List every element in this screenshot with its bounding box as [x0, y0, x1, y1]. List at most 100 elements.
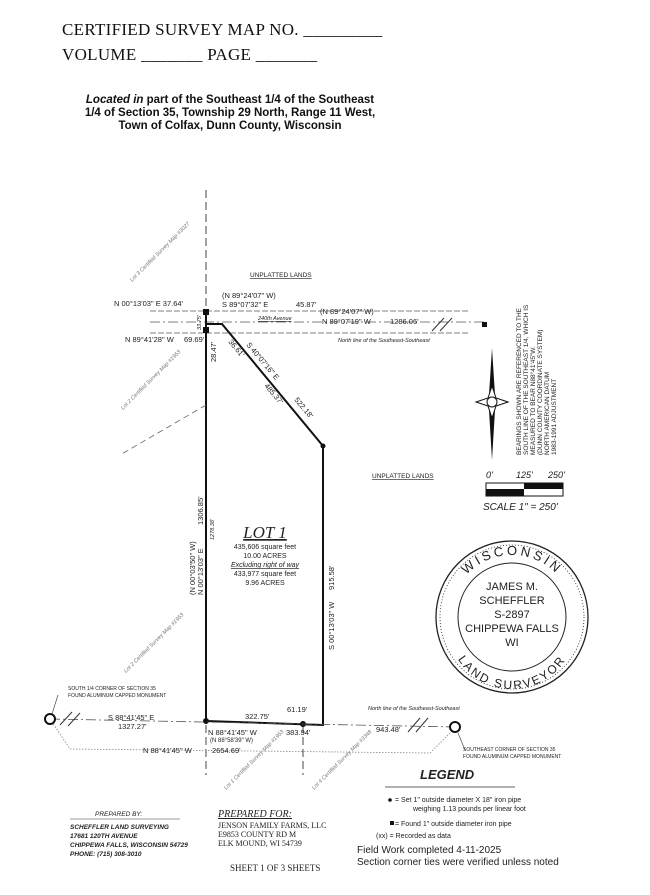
record-bearing-label: (N 89°24'07" W) [320, 307, 374, 316]
corner-ties-note: Section corner ties were verified unless… [357, 857, 559, 868]
bearing-label: S 89°07'32" E [222, 300, 268, 309]
north-line-label: North line of the Southeast-Southeast [338, 338, 430, 344]
legend-item: = Found 1" outside diameter iron pipe [395, 821, 512, 828]
surveyor-address: 17681 120TH AVENUE [70, 833, 138, 840]
bearing-label: N 00°13'03" E 37.64' [114, 299, 184, 308]
found-pipe-marker [203, 327, 209, 333]
distance-label: 1286.06' [390, 317, 419, 326]
surveyor-seal: WISCONSIN LAND SURVEYOR JAMES M. SCHEFFL… [435, 540, 589, 694]
distance-label: 28.47' [209, 341, 218, 362]
bearing-label: N 89°07'19" W [322, 317, 372, 326]
legend-item: (xx) = Recorded as data [376, 833, 451, 840]
lot-area-acres: 10.00 ACRES [243, 553, 287, 560]
adjacent-lot-line [119, 404, 207, 456]
se-corner-label: SOUTHEAST CORNER OF SECTION 35 [463, 747, 556, 753]
bearings-note-line: NORTH AMERICAN DATUM [544, 372, 551, 455]
found-pipe-legend-icon [390, 821, 394, 825]
adjacent-lot-label: Lot 2 Certified Survey Map #1953 [123, 612, 186, 675]
break-symbol [59, 711, 429, 733]
lot-1-boundary [205, 315, 324, 727]
location-line2: 1/4 of Section 35, Township 29 North, Ra… [84, 107, 376, 119]
adjacent-lot-label: Lot 2 Certified Survey Map #1953 [120, 349, 183, 412]
svg-text:WISCONSIN: WISCONSIN [458, 543, 565, 577]
bearing-label: N 89°41'28" W [125, 335, 175, 344]
set-pipe-marker [320, 443, 326, 449]
location-line3: Town of Colfax, Dunn County, Wisconsin [118, 120, 342, 132]
location-line1: part of the Southeast 1/4 of the Southea… [143, 94, 375, 106]
found-pipe-marker [203, 309, 209, 315]
bearing-label: S 40°07'16" E [244, 341, 281, 382]
csm-number-line: CERTIFIED SURVEY MAP NO. _________ [62, 20, 383, 39]
surveyor-phone: PHONE: (715) 308-3010 [70, 851, 142, 858]
location-description: Located in part of the Southeast 1/4 of … [30, 94, 430, 133]
seal-license: S-2897 [494, 609, 529, 621]
se-corner-label: FOUND ALUMINUM CAPPED MONUMENT [463, 754, 561, 760]
surveyor-name: SCHEFFLER LAND SURVEYING [70, 824, 169, 831]
bearings-note-line: MEASURED TO BEAR N88°41'45"W. [529, 346, 537, 455]
adjacent-lot-label: Lot 4 Certified Survey Map #3348 [311, 729, 374, 792]
seal-bottom-text: LAND SURVEYOR [455, 653, 566, 692]
distance-label: 322.75' [245, 712, 270, 721]
distance-label: 522.18' [292, 396, 315, 421]
record-bearing-label: (N 88°58'39" W) [210, 738, 253, 744]
client-city: ELK MOUND, WI 54739 [218, 839, 302, 848]
scale-label: SCALE 1" = 250' [483, 502, 559, 513]
legend-title: LEGEND [420, 767, 475, 782]
bearing-label: S 00°13'03" W [327, 601, 336, 650]
distance-label: 1278.38' [210, 518, 216, 540]
svg-text:LAND SURVEYOR: LAND SURVEYOR [455, 653, 568, 692]
tie-line-east [429, 727, 456, 754]
bearings-note-line: BEARINGS SHOWN ARE REFERENCED TO THE [516, 307, 523, 455]
north-line-label: North line of the Southeast-Southeast [368, 706, 460, 712]
road-label: 240th Avenue [257, 316, 292, 322]
location-prefix: Located in [85, 94, 144, 106]
distance-label: 61.19' [287, 705, 308, 714]
distance-label: 915.58' [327, 565, 336, 590]
south-quarter-monument-icon [44, 713, 56, 725]
unplatted-lands-label: UNPLATTED LANDS [372, 473, 434, 480]
client-address: E9853 COUNTY RD M [218, 830, 296, 839]
set-pipe-legend-icon [388, 798, 392, 802]
client-name: JENSON FAMILY FARMS, LLC [218, 821, 326, 830]
seal-city: CHIPPEWA FALLS [465, 623, 559, 635]
record-bearing-label: (N 89°24'07" W) [222, 291, 276, 300]
prepared-by-title: PREPARED BY: [95, 811, 143, 818]
distance-label: 943.48' [376, 725, 401, 734]
volume-page-line: VOLUME _______ PAGE _______ [62, 45, 318, 64]
tie-line-west [49, 718, 71, 750]
record-bearing-label: (N 00°03'50" W) [188, 541, 197, 595]
scale-tick-0: 0' [486, 470, 493, 480]
tie-line [69, 748, 431, 754]
distance-label: 45.87' [296, 300, 317, 309]
legend-item: weighing 1.13 pounds per linear foot [412, 806, 526, 813]
seal-state: WI [505, 637, 518, 649]
distance-label: 383.94' [286, 728, 311, 737]
distance-label: 1306.85' [196, 496, 205, 525]
seal-name: JAMES M. [486, 581, 538, 593]
lot-title: LOT 1 [242, 523, 287, 542]
bearing-label: N 88°41'45" W [143, 746, 193, 755]
leader-line [457, 732, 466, 751]
bearings-note: BEARINGS SHOWN ARE REFERENCED TO THE SOU… [516, 304, 558, 455]
se-corner-monument-icon [449, 721, 461, 733]
north-arrow-icon [474, 348, 510, 460]
found-pipe-marker [482, 322, 487, 327]
bearings-note-line: (DUNN COUNTY COORDINATE SYSTEM) [537, 330, 544, 455]
break-symbol [431, 317, 453, 332]
south-corner-label: FOUND ALUMINUM CAPPED MONUMENT [68, 693, 166, 699]
scale-bar [485, 482, 564, 497]
south-corner-label: SOUTH 1/4 CORNER OF SECTION 35 [68, 686, 156, 692]
lot-net-area-sqft: 433,977 square feet [234, 571, 296, 578]
scale-tick-125: 125' [516, 470, 533, 480]
bearing-label: N 00°13'03" E [196, 548, 205, 595]
surveyor-city: CHIPPEWA FALLS, WISCONSIN 54729 [70, 842, 188, 849]
distance-label: 2654.69' [212, 746, 241, 755]
prepared-for-title: PREPARED FOR: [217, 809, 292, 820]
unplatted-lands-label: UNPLATTED LANDS [250, 272, 312, 279]
lot-net-area-acres: 9.96 ACRES [245, 580, 285, 587]
distance-label: 36.61' [226, 338, 246, 360]
set-pipe-marker [203, 718, 209, 724]
leader-line [51, 694, 59, 715]
south-section-line [49, 718, 457, 728]
